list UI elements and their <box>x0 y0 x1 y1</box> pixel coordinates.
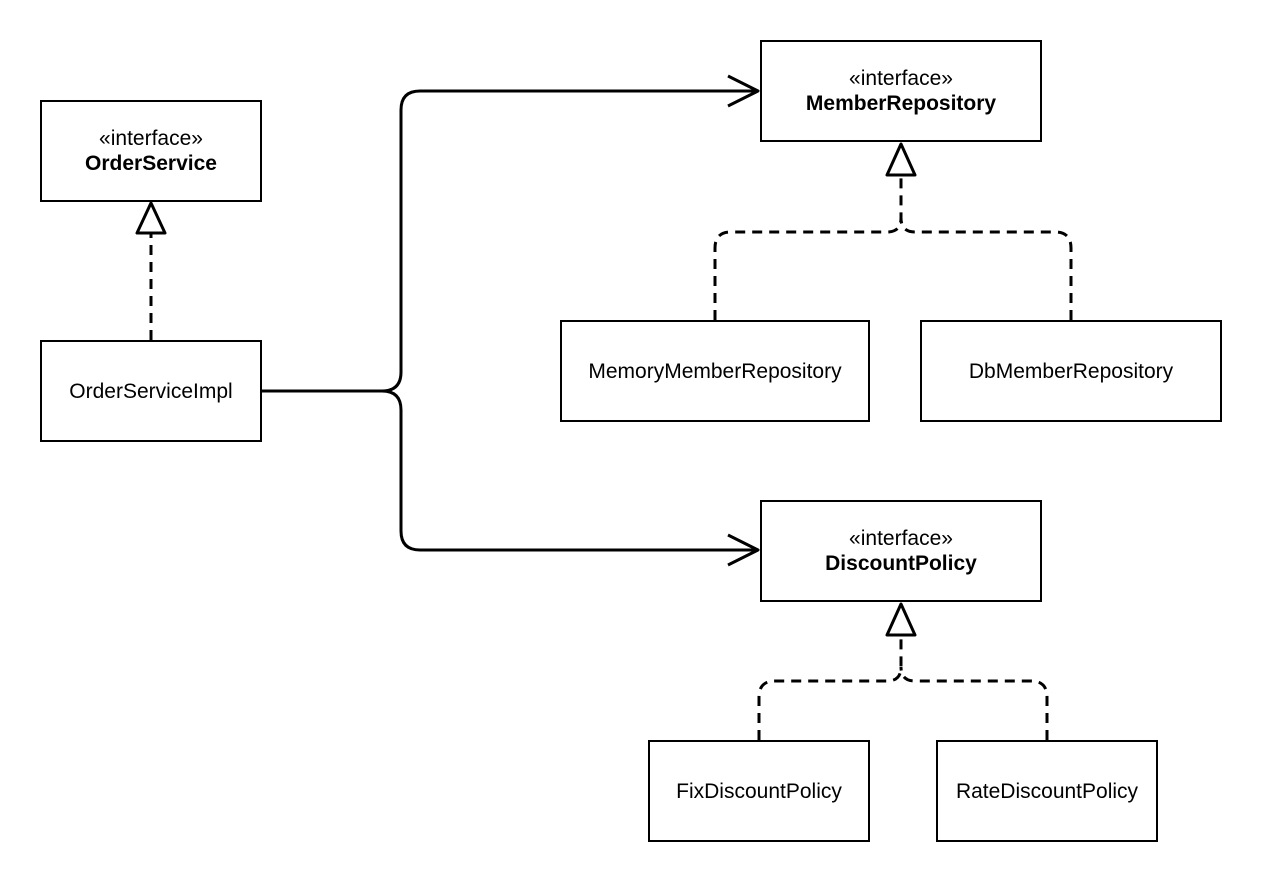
realization-arrowhead-icon <box>885 602 917 637</box>
fix-discount-policy-class: FixDiscountPolicy <box>648 740 870 842</box>
order-service-impl-class: OrderServiceImpl <box>40 340 262 442</box>
class-name: OrderServiceImpl <box>69 379 233 403</box>
stereotype-label: «interface» <box>99 127 203 150</box>
edge-db-to-memberrepository <box>899 217 1073 320</box>
interface-name: MemberRepository <box>805 92 997 115</box>
discount-policy-interface: «interface» DiscountPolicy <box>760 500 1042 602</box>
interface-name: DiscountPolicy <box>825 552 977 575</box>
order-service-interface: «interface» OrderService <box>40 100 262 202</box>
stereotype-label: «interface» <box>849 527 953 550</box>
class-name: DbMemberRepository <box>968 359 1174 383</box>
edge-orderserviceimpl-to-discountpolicy <box>381 389 758 552</box>
member-repository-interface: «interface» MemberRepository <box>760 40 1042 142</box>
class-name: RateDiscountPolicy <box>955 779 1139 803</box>
edge-memory-to-memberrepository <box>713 176 903 320</box>
db-member-repository-class: DbMemberRepository <box>920 320 1222 422</box>
open-arrowhead-icon <box>727 74 760 108</box>
edge-rate-to-discountpolicy <box>899 666 1049 740</box>
open-arrowhead-icon <box>727 533 760 567</box>
rate-discount-policy-class: RateDiscountPolicy <box>936 740 1158 842</box>
edge-fix-to-discountpolicy <box>757 636 903 740</box>
edge-orderserviceimpl-to-memberrepository <box>262 89 758 393</box>
class-name: MemoryMemberRepository <box>588 359 842 383</box>
interface-name: OrderService <box>85 152 217 175</box>
realization-arrowhead-icon <box>885 142 917 177</box>
memory-member-repository-class: MemoryMemberRepository <box>560 320 870 422</box>
realization-arrowhead-icon <box>135 201 167 235</box>
stereotype-label: «interface» <box>849 67 953 90</box>
class-name: FixDiscountPolicy <box>676 779 842 803</box>
